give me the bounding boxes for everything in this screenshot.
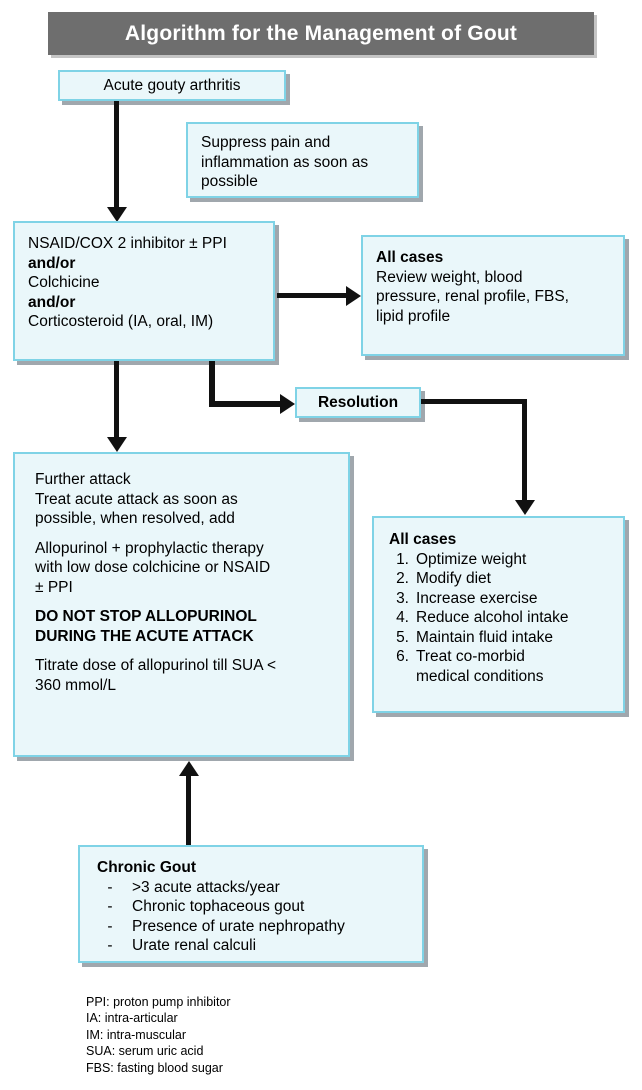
list-item: - Chronic tophaceous gout bbox=[97, 897, 411, 917]
box-all-cases-review-line-1: pressure, renal profile, FBS, bbox=[376, 288, 569, 305]
connector-treatment-to-further-attack bbox=[114, 361, 119, 439]
box-further-attack-spacer-2 bbox=[35, 646, 337, 656]
arrowhead-to-resolution bbox=[280, 394, 295, 414]
list-item-marker: 4. bbox=[396, 609, 409, 626]
list-item-marker: - bbox=[107, 917, 113, 935]
box-further-attack-line-11: Titrate dose of allopurinol till SUA < bbox=[35, 657, 277, 674]
list-item-text: Optimize weight bbox=[416, 550, 527, 568]
box-suppress-pain-line-2: possible bbox=[201, 173, 258, 190]
connector-chronic-to-further-attack bbox=[186, 775, 191, 845]
legend-line: IM: intra-muscular bbox=[86, 1027, 187, 1042]
page-title: Algorithm for the Management of Gout bbox=[124, 21, 518, 45]
box-further-attack-line-8: DO NOT STOP ALLOPURINOL bbox=[35, 608, 257, 625]
list-item: - Presence of urate nephropathy bbox=[97, 917, 411, 937]
list-item: 6. Treat co-morbid medical conditions bbox=[389, 647, 612, 686]
abbreviations-legend: PPI: proton pump inhibitor IA: intra-art… bbox=[86, 994, 406, 1076]
list-item-marker: - bbox=[107, 878, 113, 896]
arrowhead-acute-to-treatment bbox=[107, 207, 127, 222]
list-item: 1. Optimize weight bbox=[389, 550, 612, 570]
box-resolution-label: Resolution bbox=[317, 393, 399, 411]
list-item: - >3 acute attacks/year bbox=[97, 878, 411, 898]
box-acute-gouty-arthritis: Acute gouty arthritis bbox=[58, 70, 286, 101]
box-further-attack-spacer-0 bbox=[35, 529, 337, 539]
list-item-marker: 2. bbox=[396, 570, 409, 587]
connector-resolution-to-lifestyle-horizontal bbox=[421, 399, 527, 404]
box-chronic-gout-heading: Chronic Gout bbox=[97, 859, 197, 876]
list-item-marker: 3. bbox=[396, 589, 409, 607]
box-acute-treatment-line-2: Colchicine bbox=[28, 274, 100, 291]
connector-treatment-to-resolution-vertical bbox=[209, 361, 215, 404]
box-chronic-gout: Chronic Gout - >3 acute attacks/year - C… bbox=[78, 845, 424, 963]
box-all-cases-review-line-2: lipid profile bbox=[376, 307, 451, 325]
connector-treatment-to-review bbox=[277, 293, 348, 298]
list-item-text: Reduce alcohol intake bbox=[416, 609, 569, 626]
arrowhead-chronic-to-further-attack bbox=[179, 761, 199, 776]
box-further-attack-line-9: DURING THE ACUTE ATTACK bbox=[35, 627, 254, 645]
box-acute-treatment: NSAID/COX 2 inhibitor ± PPI and/or Colch… bbox=[13, 221, 275, 361]
connector-acute-to-treatment bbox=[114, 101, 119, 209]
arrowhead-treatment-to-further-attack bbox=[107, 437, 127, 452]
list-item-text: Modify diet bbox=[416, 570, 491, 587]
box-further-attack-line-2: possible, when resolved, add bbox=[35, 510, 235, 527]
chart-title-bar: Algorithm for the Management of Gout bbox=[48, 12, 594, 55]
box-suppress-pain: Suppress pain and inflammation as soon a… bbox=[186, 122, 419, 198]
box-all-cases-lifestyle-heading: All cases bbox=[389, 531, 457, 548]
box-resolution: Resolution bbox=[295, 387, 421, 418]
list-item-marker: 1. bbox=[396, 550, 409, 568]
list-item: 4. Reduce alcohol intake bbox=[389, 608, 612, 628]
legend-line: PPI: proton pump inhibitor bbox=[86, 995, 231, 1009]
box-suppress-pain-line-1: inflammation as soon as bbox=[201, 153, 369, 171]
list-item: 5. Maintain fluid intake bbox=[389, 628, 612, 648]
connector-treatment-to-resolution-horizontal bbox=[209, 401, 284, 407]
list-item-marker: 5. bbox=[396, 628, 409, 646]
box-further-attack-line-4: Allopurinol + prophylactic therapy bbox=[35, 539, 264, 557]
list-item-marker: - bbox=[107, 937, 113, 954]
box-further-attack-line-6: ± PPI bbox=[35, 578, 73, 596]
list-item-text: Treat co-morbid medical conditions bbox=[416, 648, 544, 685]
box-further-attack-line-0: Further attack bbox=[35, 471, 131, 488]
box-further-attack-spacer-1 bbox=[35, 597, 337, 607]
legend-line: SUA: serum uric acid bbox=[86, 1044, 204, 1059]
list-item-text: Urate renal calculi bbox=[132, 937, 257, 954]
list-item: 3. Increase exercise bbox=[389, 589, 612, 609]
box-all-cases-review: All cases Review weight, blood pressure,… bbox=[361, 235, 625, 356]
arrowhead-treatment-to-review bbox=[346, 286, 361, 306]
arrowhead-resolution-to-lifestyle bbox=[515, 500, 535, 515]
list-item: 2. Modify diet bbox=[389, 569, 612, 589]
box-acute-treatment-line-3: and/or bbox=[28, 293, 76, 311]
box-acute-treatment-line-1: and/or bbox=[28, 254, 76, 272]
list-item-text: Chronic tophaceous gout bbox=[132, 898, 305, 915]
box-all-cases-review-line-0: Review weight, blood bbox=[376, 268, 523, 286]
box-acute-treatment-line-0: NSAID/COX 2 inhibitor ± PPI bbox=[28, 235, 227, 252]
box-further-attack-line-1: Treat acute attack as soon as bbox=[35, 490, 238, 508]
box-further-attack: Further attack Treat acute attack as soo… bbox=[13, 452, 350, 757]
list-item: - Urate renal calculi bbox=[97, 936, 411, 956]
box-all-cases-review-heading: All cases bbox=[376, 249, 444, 266]
legend-line: IA: intra-articular bbox=[86, 1011, 178, 1026]
box-further-attack-line-12: 360 mmol/L bbox=[35, 676, 116, 694]
legend-line: FBS: fasting blood sugar bbox=[86, 1060, 223, 1075]
box-acute-treatment-line-4: Corticosteroid (IA, oral, IM) bbox=[28, 313, 214, 330]
box-acute-gouty-arthritis-line-0: Acute gouty arthritis bbox=[103, 76, 241, 94]
box-all-cases-lifestyle: All cases 1. Optimize weight 2. Modify d… bbox=[372, 516, 625, 713]
list-item-marker: 6. bbox=[396, 648, 409, 665]
list-item-text: Maintain fluid intake bbox=[416, 628, 553, 646]
list-item-marker: - bbox=[107, 898, 113, 915]
box-further-attack-line-5: with low dose colchicine or NSAID bbox=[35, 559, 271, 576]
list-item-text: Increase exercise bbox=[416, 589, 538, 607]
box-suppress-pain-line-0: Suppress pain and bbox=[201, 134, 331, 151]
connector-resolution-to-lifestyle-vertical bbox=[522, 399, 527, 502]
list-item-text: >3 acute attacks/year bbox=[132, 878, 280, 896]
list-item-text: Presence of urate nephropathy bbox=[132, 917, 345, 935]
